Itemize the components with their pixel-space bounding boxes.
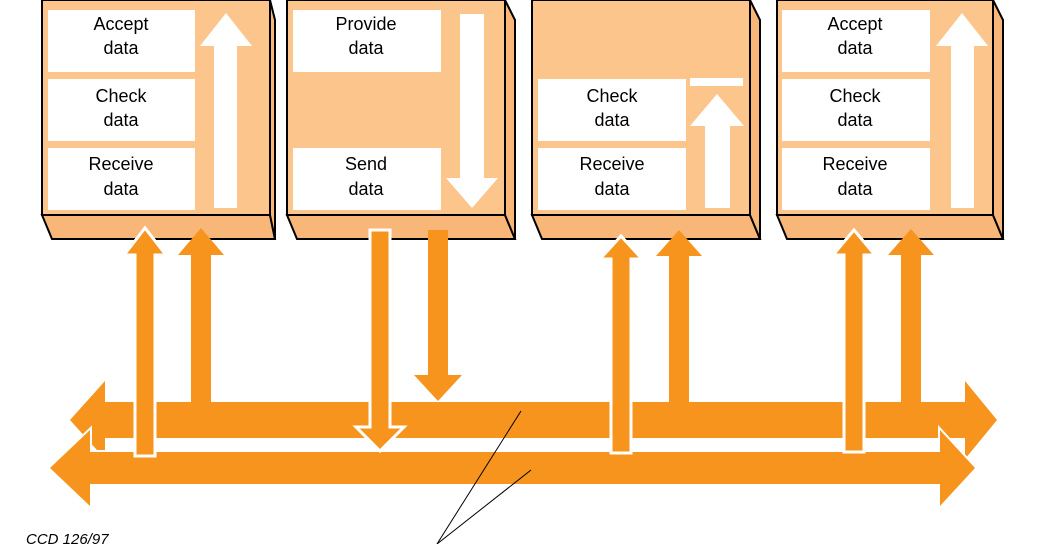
field-receive-data (48, 148, 195, 210)
field-label: data (348, 38, 384, 58)
up-arrow-icon (829, 227, 879, 454)
field-label: data (103, 38, 139, 58)
field-label: data (837, 179, 873, 199)
down-arrow-icon (414, 230, 462, 401)
field-label: Receive (88, 154, 153, 174)
field-label: Accept (93, 14, 148, 34)
field-label: Check (829, 86, 881, 106)
field-label: data (837, 38, 873, 58)
up-arrow-icon (690, 94, 744, 208)
up-arrow-icon (656, 230, 702, 404)
field-label: data (348, 179, 384, 199)
field-provide-data (293, 10, 441, 72)
bus-line-upper (70, 381, 997, 459)
bus-line-lower (50, 430, 975, 506)
field-label: Accept (827, 14, 882, 34)
unit-box-3: Check data Receive data (530, 0, 762, 240)
unit-box-1: Accept data Check data Receive data (40, 0, 277, 240)
unit-box-2: Provide data Send data (285, 0, 517, 240)
field-send-data (293, 148, 441, 210)
field-check-data (538, 79, 686, 141)
field-label: Check (586, 86, 638, 106)
field-label: Receive (579, 154, 644, 174)
field-label: Send (345, 154, 387, 174)
field-accept-data (48, 10, 195, 72)
leader-line-lower-bus (436, 469, 532, 544)
field-label: data (103, 179, 139, 199)
field-accept-data (782, 10, 930, 72)
connector-unit-4 (829, 227, 934, 454)
up-arrow-icon (178, 228, 224, 404)
up-arrow-icon (936, 13, 988, 208)
field-label: Receive (822, 154, 887, 174)
up-arrow-icon (200, 13, 252, 208)
unit-box-4: Accept data Check data Receive data (775, 0, 1005, 240)
field-check-data (48, 79, 195, 141)
connector-unit-3 (596, 230, 702, 455)
up-arrow-icon (888, 229, 934, 404)
figure-code: CCD 126/97 (26, 531, 109, 544)
field-label: data (103, 110, 139, 130)
field-label: data (594, 179, 630, 199)
field-label: Check (95, 86, 147, 106)
field-label: Provide (335, 14, 396, 34)
field-receive-data (782, 148, 930, 210)
up-arrow-icon (120, 225, 170, 458)
leader-line-upper-bus (436, 410, 522, 544)
field-check-data (782, 79, 930, 141)
field-receive-data (538, 148, 686, 210)
field-label: data (837, 110, 873, 130)
field-label: data (594, 110, 630, 130)
arrow-stop-bar (690, 78, 743, 86)
connector-unit-2 (352, 228, 462, 454)
up-arrow-icon (596, 233, 646, 455)
connector-unit-1 (120, 225, 224, 458)
down-arrow-icon (446, 14, 498, 208)
down-arrow-icon (352, 228, 408, 454)
